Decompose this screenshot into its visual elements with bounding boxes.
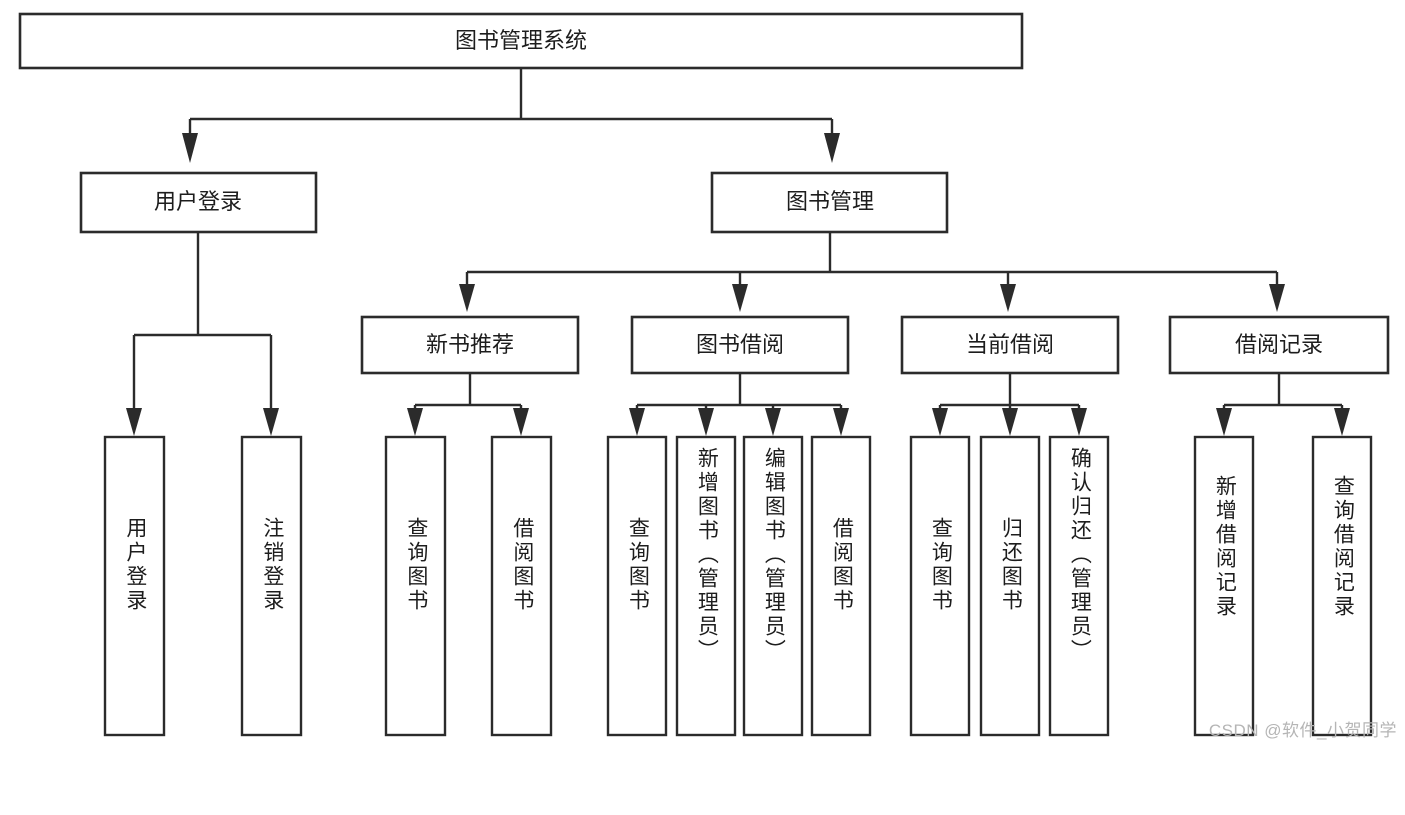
arrow-head-bookborrow-leaf-4 bbox=[833, 408, 849, 436]
leaf-boxes-book-borrow bbox=[606, 435, 872, 737]
node-root-system-label: 图书管理系统 bbox=[455, 28, 587, 53]
node-root-system[interactable]: 图书管理系统 bbox=[18, 12, 1024, 70]
node-book-borrow[interactable]: 图书借阅 bbox=[630, 315, 850, 375]
leaf-box-query-book-borrow[interactable] bbox=[606, 435, 668, 737]
node-current-borrow-label: 当前借阅 bbox=[966, 332, 1054, 357]
node-book-borrow-box bbox=[630, 315, 850, 375]
node-book-management-box bbox=[710, 171, 949, 234]
node-user-login-label: 用户登录 bbox=[154, 189, 242, 214]
arrow-head-leaf-user-login bbox=[126, 408, 142, 436]
leaf-boxes-borrow-record bbox=[1193, 435, 1373, 737]
arrow-head-current-borrow bbox=[1000, 284, 1016, 312]
leaf-box-query-borrow-record[interactable] bbox=[1311, 435, 1373, 737]
node-book-borrow-label: 图书借阅 bbox=[696, 332, 784, 357]
arrow-head-user-login bbox=[182, 133, 198, 163]
node-book-management-label: 图书管理 bbox=[786, 189, 874, 214]
leaf-box-borrow-book-recommend[interactable] bbox=[490, 435, 553, 737]
flowchart-svg: 图书管理系统 用户登录 图书管理 新书推荐 图书借阅 当前借阅 借阅记录 bbox=[18, 12, 1390, 737]
arrow-head-currentborrow-leaf-3 bbox=[1071, 408, 1087, 436]
leaf-box-edit-book-admin[interactable] bbox=[742, 435, 804, 737]
arrow-head-borrowrecord-leaf-2 bbox=[1334, 408, 1350, 436]
leaf-box-user-login[interactable] bbox=[103, 435, 166, 737]
leaf-box-query-book-recommend[interactable] bbox=[384, 435, 447, 737]
edge-group-book-mgmt bbox=[459, 232, 1285, 312]
leaf-boxes-user-login bbox=[103, 435, 303, 737]
node-borrow-record[interactable]: 借阅记录 bbox=[1168, 315, 1390, 375]
node-borrow-record-label: 借阅记录 bbox=[1235, 332, 1323, 357]
leaf-boxes-current-borrow bbox=[909, 435, 1110, 737]
edge-group-new-book bbox=[407, 373, 529, 436]
arrow-head-bookborrow-leaf-1 bbox=[629, 408, 645, 436]
leaf-box-confirm-return-admin[interactable] bbox=[1048, 435, 1110, 737]
arrow-head-borrowrecord-leaf-1 bbox=[1216, 408, 1232, 436]
node-root-system-box bbox=[18, 12, 1024, 70]
arrow-head-bookborrow-leaf-2 bbox=[698, 408, 714, 436]
node-new-book-recommend-box bbox=[360, 315, 580, 375]
arrow-head-newbook-leaf-2 bbox=[513, 408, 529, 436]
flowchart-canvas: 图书管理系统 用户登录 图书管理 新书推荐 图书借阅 当前借阅 借阅记录 bbox=[18, 12, 1397, 740]
edge-group-current-borrow bbox=[932, 373, 1087, 436]
arrow-head-book-borrow bbox=[732, 284, 748, 312]
node-user-login[interactable]: 用户登录 bbox=[79, 171, 318, 234]
arrow-head-new-book bbox=[459, 284, 475, 312]
node-current-borrow[interactable]: 当前借阅 bbox=[900, 315, 1120, 375]
edge-group-borrow-record bbox=[1216, 373, 1350, 436]
node-current-borrow-box bbox=[900, 315, 1120, 375]
node-borrow-record-box bbox=[1168, 315, 1390, 375]
arrow-head-bookborrow-leaf-3 bbox=[765, 408, 781, 436]
watermark-text: CSDN @软件_小贺同学 bbox=[1208, 721, 1397, 740]
node-new-book-recommend[interactable]: 新书推荐 bbox=[360, 315, 580, 375]
leaf-box-query-book-current[interactable] bbox=[909, 435, 971, 737]
arrow-head-borrow-record bbox=[1269, 284, 1285, 312]
edge-group-book-borrow bbox=[629, 373, 849, 436]
leaf-box-add-book-admin[interactable] bbox=[675, 435, 737, 737]
leaf-box-add-borrow-record[interactable] bbox=[1193, 435, 1255, 737]
arrow-head-currentborrow-leaf-2 bbox=[1002, 408, 1018, 436]
arrow-head-currentborrow-leaf-1 bbox=[932, 408, 948, 436]
leaf-box-borrow-book[interactable] bbox=[810, 435, 872, 737]
leaf-box-logout[interactable] bbox=[240, 435, 303, 737]
edge-group-root bbox=[182, 68, 840, 163]
node-book-management[interactable]: 图书管理 bbox=[710, 171, 949, 234]
edge-group-user-login bbox=[126, 232, 279, 436]
node-new-book-recommend-label: 新书推荐 bbox=[426, 332, 514, 357]
node-user-login-box bbox=[79, 171, 318, 234]
leaf-box-return-book[interactable] bbox=[979, 435, 1041, 737]
leaf-boxes-new-book-recommend bbox=[384, 435, 553, 737]
arrow-head-book-mgmt bbox=[824, 133, 840, 163]
arrow-head-newbook-leaf-1 bbox=[407, 408, 423, 436]
arrow-head-leaf-logout bbox=[263, 408, 279, 436]
